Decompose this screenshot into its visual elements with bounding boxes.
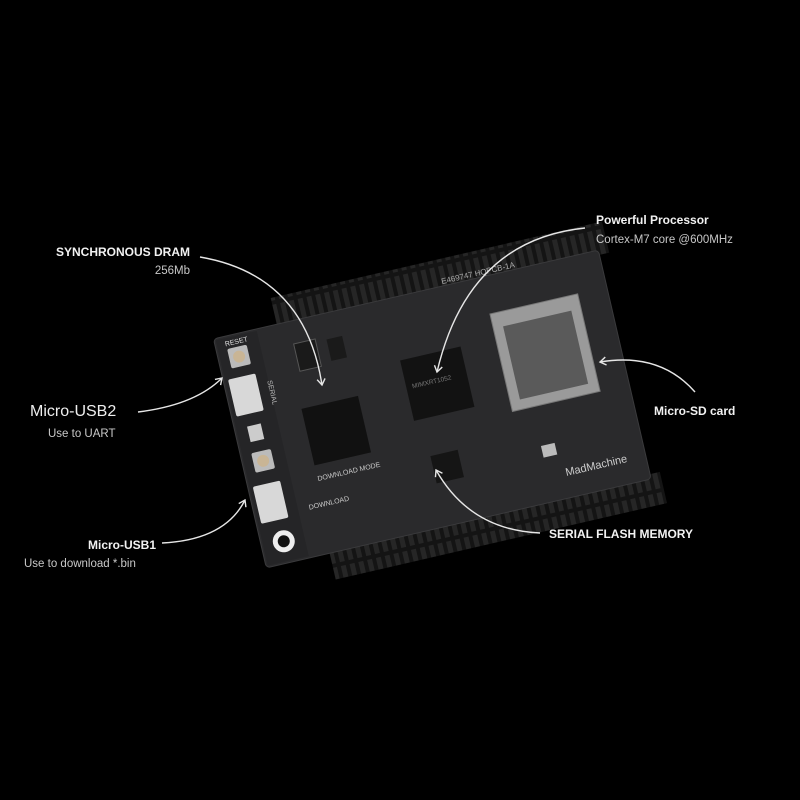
flash-arrow	[434, 468, 541, 534]
processor-detail: Cortex-M7 core @600MHz	[596, 234, 733, 246]
dram-chip	[301, 395, 372, 466]
usb1-arrow	[161, 498, 247, 544]
pcb-board: RESET SERIAL DOWNLOAD MODE DOWNLOAD MIMX…	[213, 221, 668, 580]
usb2-arrow	[137, 377, 223, 413]
flash-title: SERIAL FLASH MEMORY	[549, 527, 694, 541]
callout-arrows	[137, 227, 696, 544]
sd-title: Micro-SD card	[654, 404, 736, 418]
usb2-detail: Use to UART	[48, 428, 116, 440]
processor-title: Powerful Processor	[596, 213, 709, 227]
usb1-title: Micro-USB1	[87, 538, 156, 552]
dram-detail: 256Mb	[154, 265, 190, 277]
micro-usb2-port	[228, 373, 264, 417]
usb2-title: Micro-USB2	[30, 403, 117, 420]
micro-usb1-port	[253, 480, 289, 524]
processor-chip	[400, 346, 475, 421]
dram-arrow	[199, 256, 326, 387]
bottom-pin-header	[328, 471, 668, 580]
top-pin-header	[270, 221, 610, 330]
processor-arrow	[433, 227, 586, 374]
usb1-detail: Use to download *.bin	[24, 558, 136, 570]
sd-arrow	[598, 356, 696, 393]
dram-title: SYNCHRONOUS DRAM	[55, 245, 190, 259]
